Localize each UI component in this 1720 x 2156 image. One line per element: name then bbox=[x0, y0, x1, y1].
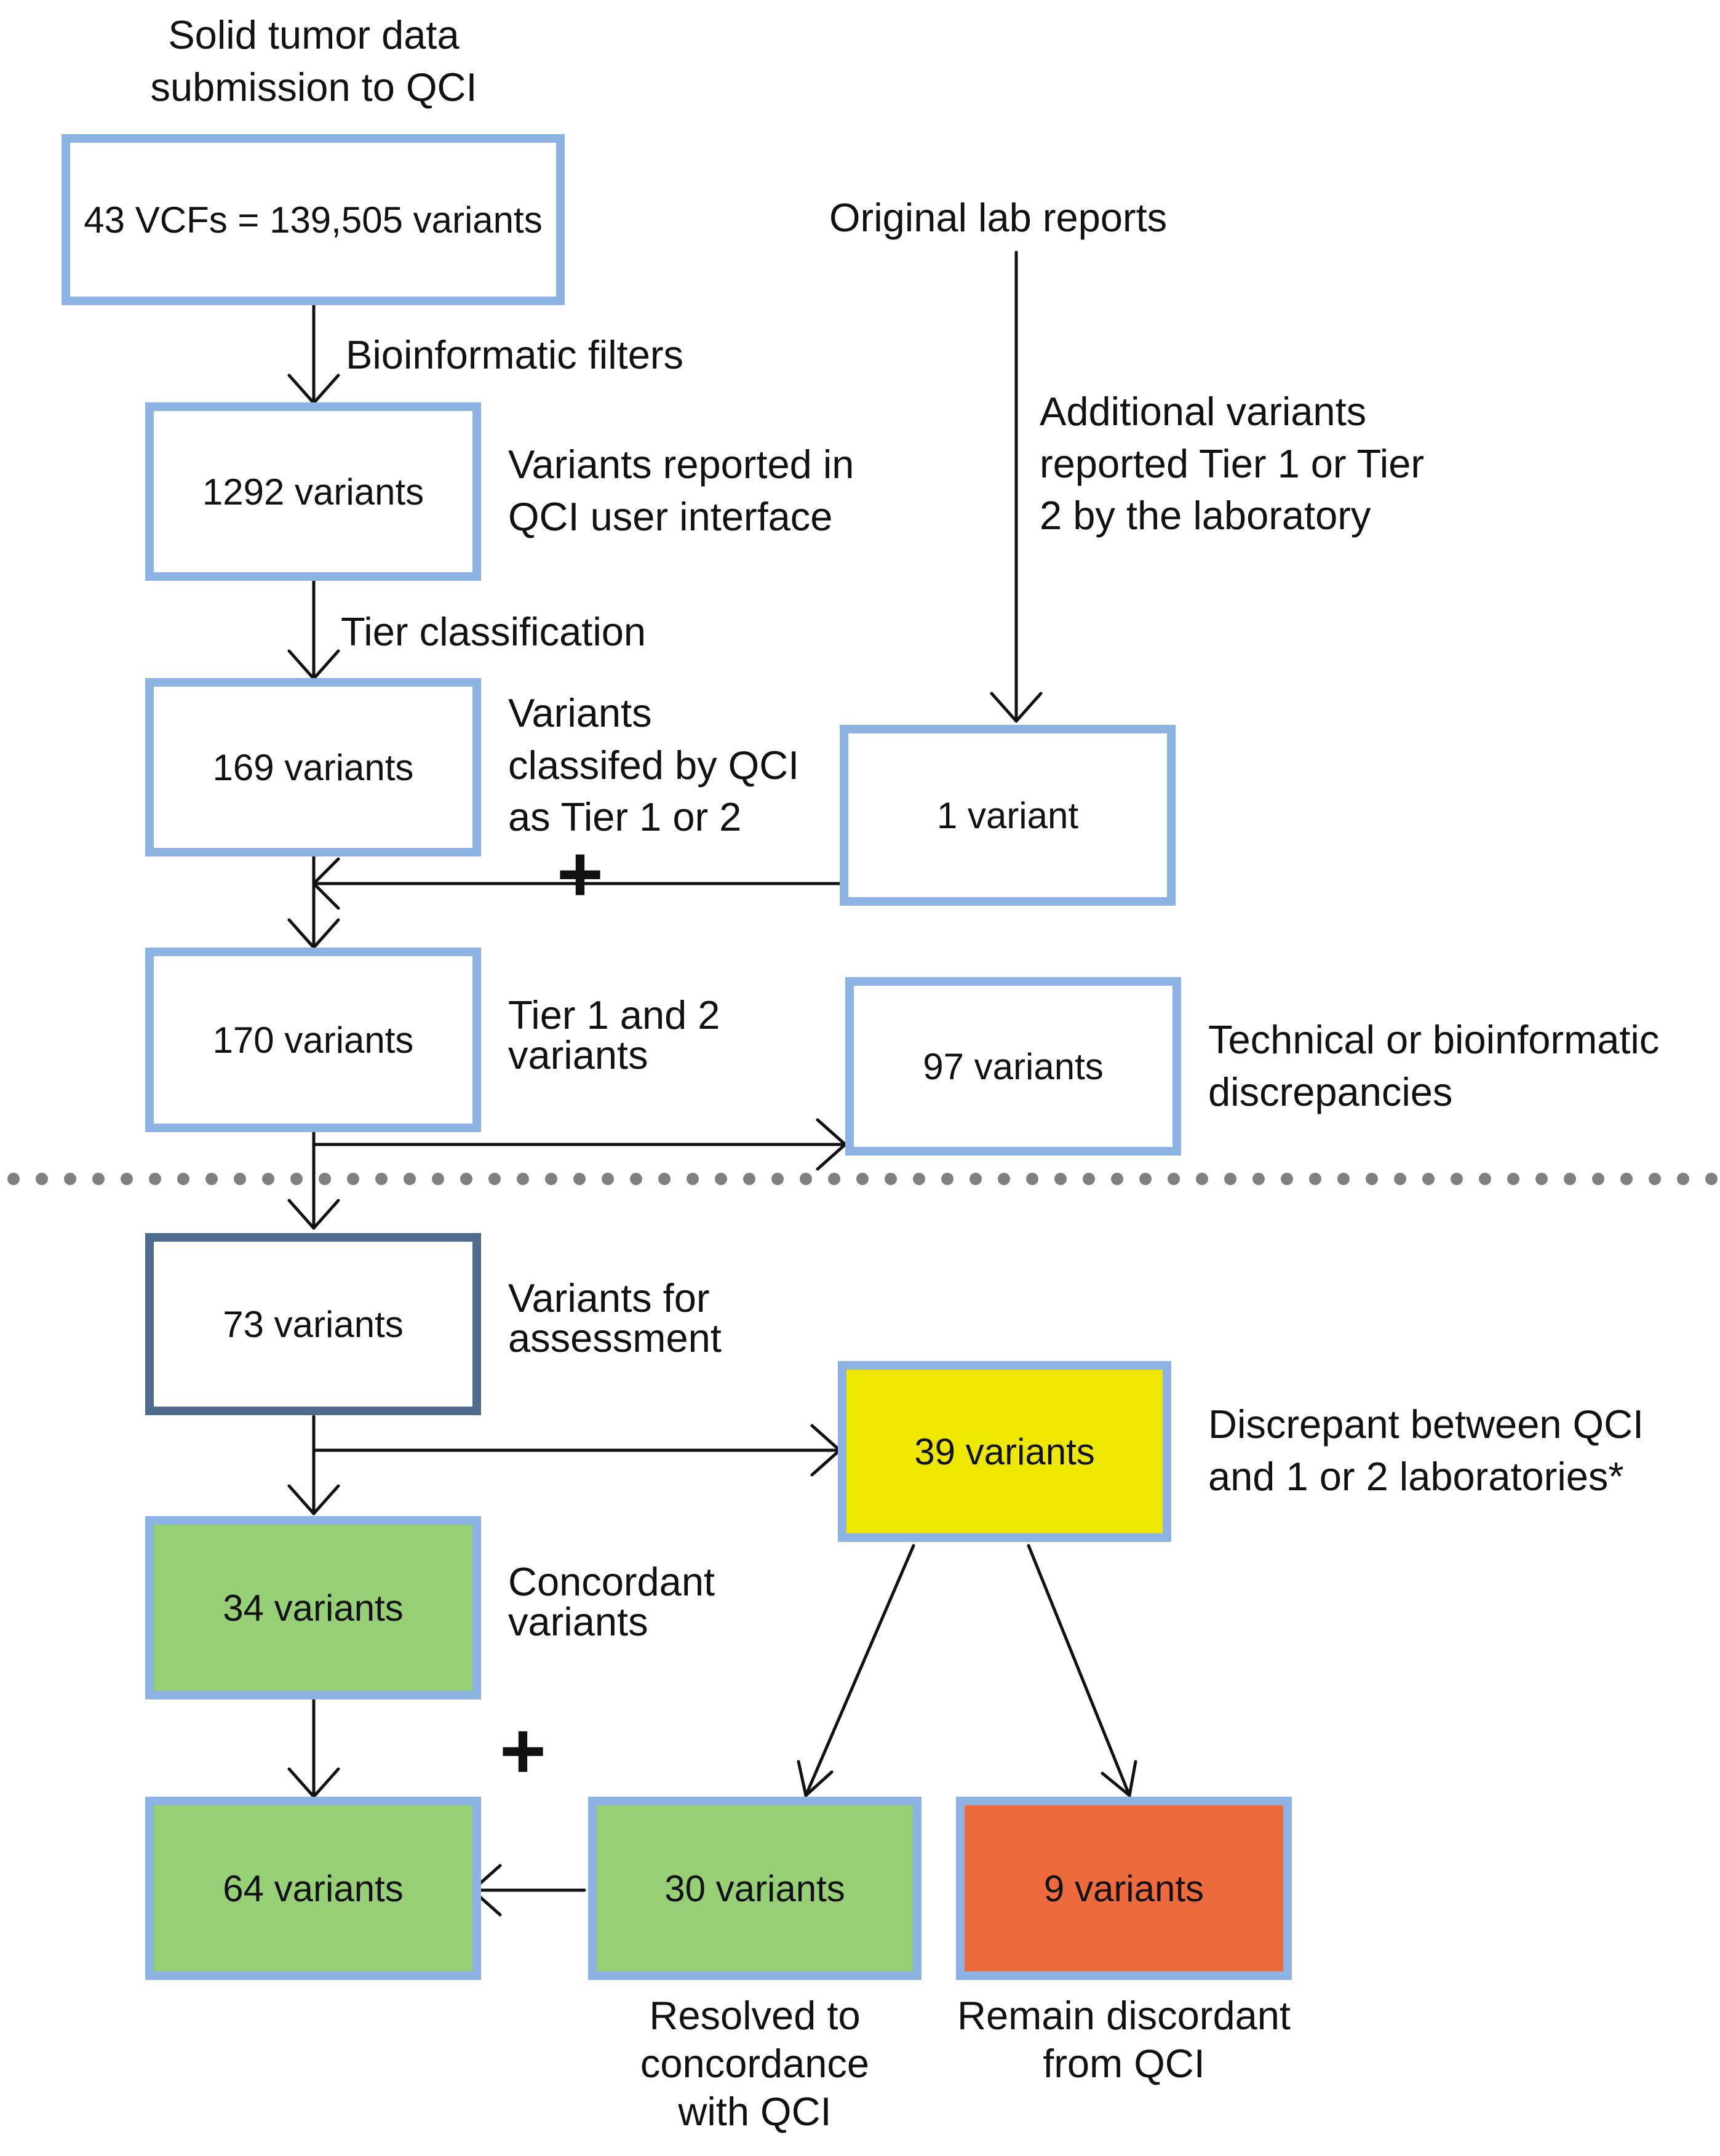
label-classified-by-qci: Variants classifed by QCI as Tier 1 or 2 bbox=[508, 687, 799, 844]
box-34-variants: 34 variants bbox=[145, 1516, 481, 1699]
box-34-variants-label: 34 variants bbox=[223, 1587, 404, 1629]
header-line-2: submission to QCI bbox=[150, 64, 477, 110]
label-resolved-line-2: concordance bbox=[640, 2041, 870, 2086]
label-concordant: Concordant variants bbox=[508, 1562, 715, 1642]
label-classified-by-qci-line-1: Variants bbox=[508, 690, 652, 735]
label-resolved-line-3: with QCI bbox=[678, 2089, 832, 2134]
header-title: Solid tumor data submission to QCI bbox=[98, 9, 529, 113]
box-97-variants-label: 97 variants bbox=[923, 1045, 1104, 1087]
label-discrepant-between-line-2: and 1 or 2 laboratories* bbox=[1208, 1453, 1624, 1499]
box-170-variants: 170 variants bbox=[145, 948, 481, 1132]
box-169-variants: 169 variants bbox=[145, 678, 481, 856]
label-concordant-line-1: Concordant bbox=[508, 1559, 715, 1604]
box-73-variants: 73 variants bbox=[145, 1233, 481, 1415]
box-9-variants-label: 9 variants bbox=[1043, 1867, 1204, 1909]
label-discrepant-between: Discrepant between QCI and 1 or 2 labora… bbox=[1208, 1399, 1644, 1503]
label-resolved: Resolved to concordance with QCI bbox=[601, 1992, 909, 2136]
label-for-assessment-line-1: Variants for bbox=[508, 1276, 710, 1320]
arrow-39-to-9 bbox=[1027, 1544, 1131, 1797]
box-169-variants-label: 169 variants bbox=[212, 746, 414, 788]
plus-sign-bottom: + bbox=[500, 1706, 546, 1795]
box-43-vcfs-label: 43 VCFs = 139,505 variants bbox=[84, 199, 543, 241]
arrow-39-to-30 bbox=[804, 1544, 915, 1797]
label-remain-discordant-line-2: from QCI bbox=[1043, 2041, 1205, 2086]
label-for-assessment-line-2: assessment bbox=[508, 1316, 722, 1360]
label-additional-variants-line-3: 2 by the laboratory bbox=[1040, 493, 1371, 538]
label-reported-in-qci-line-2: QCI user interface bbox=[508, 493, 833, 539]
label-classified-by-qci-line-3: as Tier 1 or 2 bbox=[508, 794, 742, 839]
label-additional-variants-line-2: reported Tier 1 or Tier bbox=[1040, 441, 1424, 486]
box-30-variants-label: 30 variants bbox=[664, 1867, 845, 1909]
box-97-variants: 97 variants bbox=[845, 977, 1181, 1156]
label-additional-variants-line-1: Additional variants bbox=[1040, 389, 1367, 434]
label-technical-discrepancies-line-2: discrepancies bbox=[1208, 1069, 1453, 1114]
arrowhead-39-to-30 bbox=[797, 1760, 834, 1797]
arrowhead-170-to-73 bbox=[287, 1199, 340, 1230]
box-73-variants-label: 73 variants bbox=[223, 1303, 404, 1345]
label-reported-in-qci: Variants reported in QCI user interface bbox=[508, 439, 854, 543]
label-tier-classification: Tier classification bbox=[341, 609, 647, 654]
box-64-variants-label: 64 variants bbox=[223, 1867, 404, 1909]
arrowhead-lab-reports-to-1 bbox=[990, 692, 1043, 723]
label-reported-in-qci-line-1: Variants reported in bbox=[508, 442, 854, 487]
label-remain-discordant: Remain discordant from QCI bbox=[923, 1992, 1325, 2088]
box-39-variants-label: 39 variants bbox=[914, 1431, 1095, 1472]
label-concordant-line-2: variants bbox=[508, 1599, 648, 1644]
box-43-vcfs: 43 VCFs = 139,505 variants bbox=[62, 134, 565, 305]
label-bioinformatic-filters: Bioinformatic filters bbox=[346, 332, 684, 377]
label-tier-1-and-2-line-1: Tier 1 and 2 bbox=[508, 992, 720, 1037]
box-170-variants-label: 170 variants bbox=[212, 1019, 414, 1061]
label-for-assessment: Variants for assessment bbox=[508, 1278, 722, 1358]
box-1-variant: 1 variant bbox=[840, 725, 1176, 906]
box-30-variants: 30 variants bbox=[588, 1797, 922, 1980]
label-tier-1-and-2-line-2: variants bbox=[508, 1032, 648, 1077]
plus-sign-top: + bbox=[557, 829, 603, 919]
box-1292-variants-label: 1292 variants bbox=[202, 471, 424, 513]
box-39-variants: 39 variants bbox=[838, 1361, 1171, 1542]
box-1-variant-label: 1 variant bbox=[936, 794, 1079, 836]
label-discrepant-between-line-1: Discrepant between QCI bbox=[1208, 1402, 1644, 1447]
label-additional-variants: Additional variants reported Tier 1 or T… bbox=[1040, 386, 1424, 542]
box-1292-variants: 1292 variants bbox=[145, 402, 481, 581]
label-original-lab-reports: Original lab reports bbox=[829, 195, 1168, 240]
label-remain-discordant-line-1: Remain discordant bbox=[957, 1993, 1291, 2038]
arrowhead-73-to-34 bbox=[287, 1484, 340, 1515]
label-technical-discrepancies: Technical or bioinformatic discrepancies bbox=[1208, 1014, 1659, 1118]
label-tier-1-and-2: Tier 1 and 2 variants bbox=[508, 995, 720, 1075]
header-line-1: Solid tumor data bbox=[168, 12, 460, 57]
box-9-variants: 9 variants bbox=[956, 1797, 1292, 1980]
arrowhead-39-to-9 bbox=[1101, 1760, 1137, 1797]
label-technical-discrepancies-line-1: Technical or bioinformatic bbox=[1208, 1017, 1660, 1062]
label-resolved-line-1: Resolved to bbox=[649, 1993, 861, 2038]
label-classified-by-qci-line-2: classifed by QCI bbox=[508, 742, 800, 788]
box-64-variants: 64 variants bbox=[145, 1797, 481, 1980]
